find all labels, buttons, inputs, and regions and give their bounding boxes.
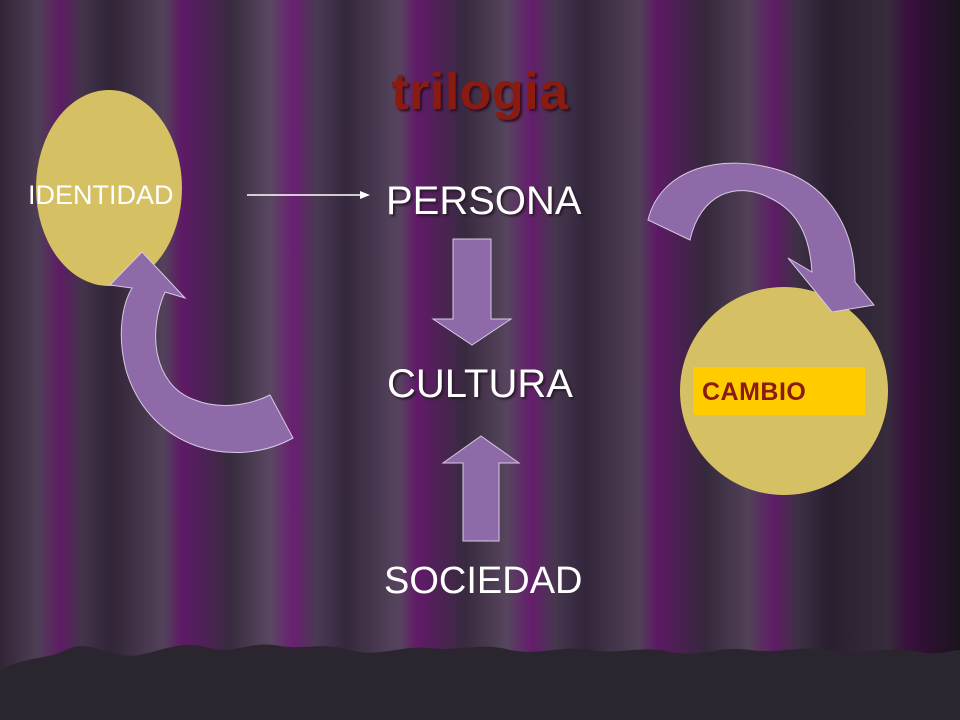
down-block-arrow	[431, 238, 513, 346]
persona-label: PERSONA	[386, 179, 582, 223]
slide-title: trilogia	[391, 63, 569, 121]
identidad-ellipse	[36, 90, 182, 286]
right-curved-arrow	[647, 162, 875, 313]
cambio-label-box	[693, 367, 865, 415]
up-block-arrow	[441, 435, 521, 542]
cultura-label: CULTURA	[387, 362, 573, 406]
sociedad-label: SOCIEDAD	[384, 560, 583, 602]
left-curved-arrow	[108, 251, 294, 454]
curtain-hem	[0, 644, 960, 720]
identidad-label: IDENTIDAD	[28, 180, 174, 210]
cambio-label: CAMBIO	[702, 378, 807, 406]
identidad-to-persona-arrow	[247, 191, 370, 199]
